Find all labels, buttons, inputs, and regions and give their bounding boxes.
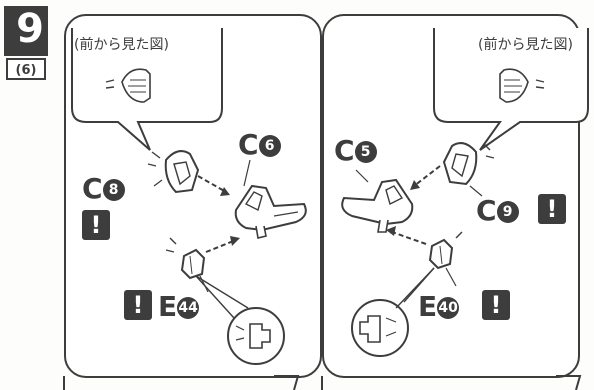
warning-icon-right-bottom: !	[482, 290, 510, 320]
label-c6-letter: C	[238, 128, 259, 161]
label-c9-number: 9	[496, 201, 519, 223]
part-c6-drawing	[234, 184, 307, 239]
label-e40-number: 40	[437, 297, 460, 319]
step-number: 9	[16, 6, 44, 52]
label-e44-number: 44	[177, 297, 200, 319]
label-e40: E40	[418, 290, 460, 323]
part-c5-drawing	[341, 178, 414, 233]
front-view-part-left	[105, 68, 151, 103]
label-c8-number: 8	[102, 179, 125, 201]
warning-icon-right-top: !	[538, 194, 566, 224]
label-c6-number: 6	[258, 135, 281, 157]
warning-icon-left-top: !	[82, 210, 110, 240]
part-c8-drawing	[147, 150, 200, 194]
front-view-caption-left: (前から見た図)	[74, 37, 169, 53]
label-c8-letter: C	[82, 172, 103, 205]
label-e44-letter: E	[158, 290, 178, 323]
label-c5-number: 5	[354, 141, 377, 163]
front-view-part-right	[499, 68, 545, 103]
part-c9-drawing	[442, 142, 495, 186]
part-e44-drawing	[165, 237, 206, 280]
label-c9-letter: C	[476, 194, 497, 227]
label-e40-letter: E	[418, 290, 438, 323]
step-number-box: 9	[4, 6, 48, 56]
warning-icon-left-bottom: !	[124, 290, 152, 320]
front-view-caption-right: (前から見た図)	[478, 37, 573, 53]
label-e44: E44	[158, 290, 200, 323]
part-e40-drawing	[428, 231, 463, 270]
label-c5-letter: C	[334, 134, 355, 167]
step-substep: (6)	[6, 58, 46, 80]
